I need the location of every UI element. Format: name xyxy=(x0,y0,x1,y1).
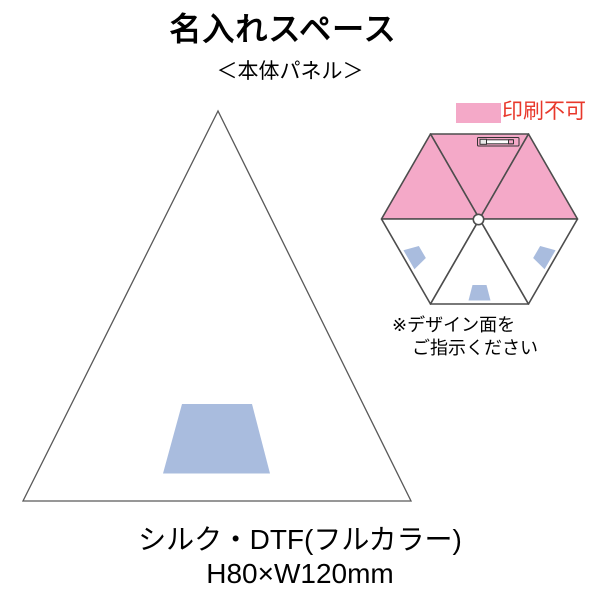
umbrella-center-hub xyxy=(472,213,485,226)
body-panel-triangle xyxy=(21,109,413,502)
umbrella-print-area-lower-left xyxy=(403,245,426,270)
print-size: H80×W120mm xyxy=(206,558,394,589)
umbrella-top-view-icon xyxy=(380,133,579,305)
page-title: 名入れスペース xyxy=(169,11,397,47)
no-print-color-swatch xyxy=(456,103,501,123)
print-spec: シルク・DTF(フルカラー) H80×W120mm xyxy=(0,523,600,591)
design-side-note: ※デザイン面を ご指示ください xyxy=(392,314,538,360)
design-side-note-line2: ご指示ください xyxy=(412,338,538,358)
page-subtitle: ＜本体パネル＞ xyxy=(216,60,364,83)
umbrella-print-area-lower-right xyxy=(533,245,556,270)
umbrella-print-area-bottom xyxy=(468,285,491,301)
design-side-note-line1: ※デザイン面を xyxy=(392,315,516,335)
umbrella-strap-icon xyxy=(477,137,520,147)
umbrella-panel-lower-right xyxy=(478,218,579,305)
no-print-label: 印刷不可 xyxy=(502,100,586,123)
print-method: シルク・DTF(フルカラー) xyxy=(138,524,462,555)
print-area-trapezoid xyxy=(163,404,270,474)
